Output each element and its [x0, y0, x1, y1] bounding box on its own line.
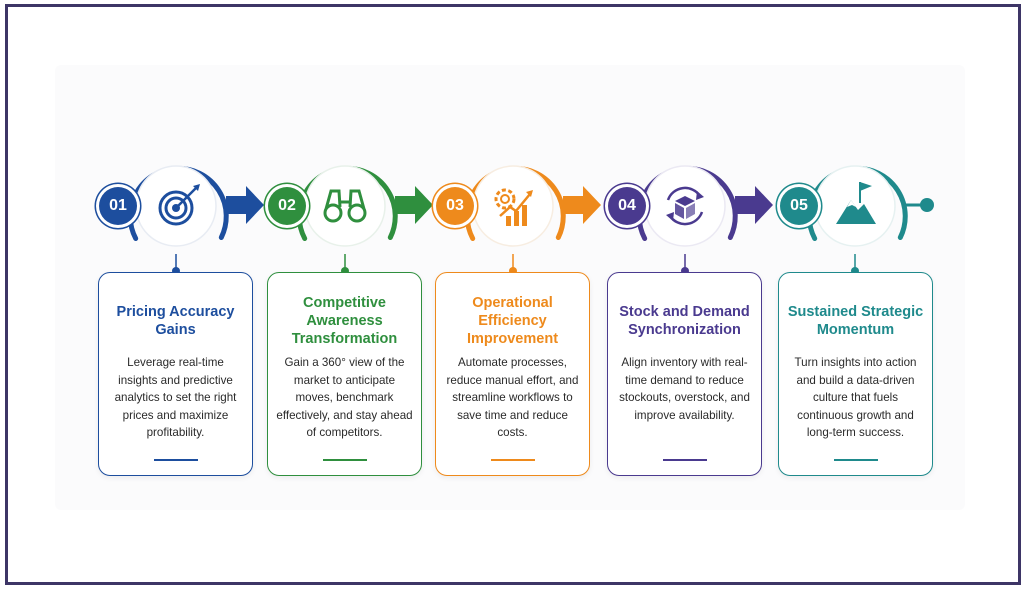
step-3-card: Operational Efficiency Improvement Autom…: [435, 272, 590, 476]
step-3-title: Operational Efficiency Improvement: [466, 295, 559, 347]
step-1-description: Leverage real-time insights and predicti…: [114, 356, 237, 440]
step-2-title: Competitive Awareness Transformation: [291, 295, 398, 347]
step-1-title: Pricing Accuracy Gains: [116, 304, 235, 338]
step-4-arrow: [735, 186, 773, 224]
step-5-card: Sustained Strategic Momentum Turn insigh…: [778, 272, 933, 476]
step-4-card: Stock and Demand Synchronization Align i…: [607, 272, 762, 476]
step-2-number: 02: [268, 187, 306, 225]
step-4-divider: [663, 459, 707, 461]
step-4-number: 04: [608, 187, 646, 225]
step-1-divider: [154, 459, 198, 461]
step-1-arrow: [226, 186, 264, 224]
step-3-description: Automate processes, reduce manual effort…: [446, 356, 579, 440]
binoculars-icon: [323, 189, 367, 223]
step-2-card: Competitive Awareness Transformation Gai…: [267, 272, 422, 476]
step-5-title: Sustained Strategic Momentum: [787, 304, 924, 338]
step-2-divider: [323, 459, 367, 461]
step-5-end-dot: [920, 198, 934, 212]
target-icon: [158, 184, 200, 226]
step-2-description: Gain a 360° view of the market to antici…: [276, 356, 413, 440]
step-3-number: 03: [436, 187, 474, 225]
step-4-title: Stock and Demand Synchronization: [619, 304, 750, 338]
step-5-number: 05: [780, 187, 818, 225]
gear-growth-chart-icon: [494, 188, 533, 226]
mountain-flag-icon: [836, 182, 876, 224]
step-5-divider: [834, 459, 878, 461]
step-5-description: Turn insights into action and build a da…: [794, 356, 917, 440]
step-2-arrow: [395, 186, 433, 224]
step-1-card: Pricing Accuracy Gains Leverage real-tim…: [98, 272, 253, 476]
box-sync-icon: [666, 186, 704, 226]
step-4-description: Align inventory with real-time demand to…: [619, 356, 750, 422]
step-3-divider: [491, 459, 535, 461]
step-3-arrow: [563, 186, 601, 224]
step-1-number: 01: [99, 187, 137, 225]
